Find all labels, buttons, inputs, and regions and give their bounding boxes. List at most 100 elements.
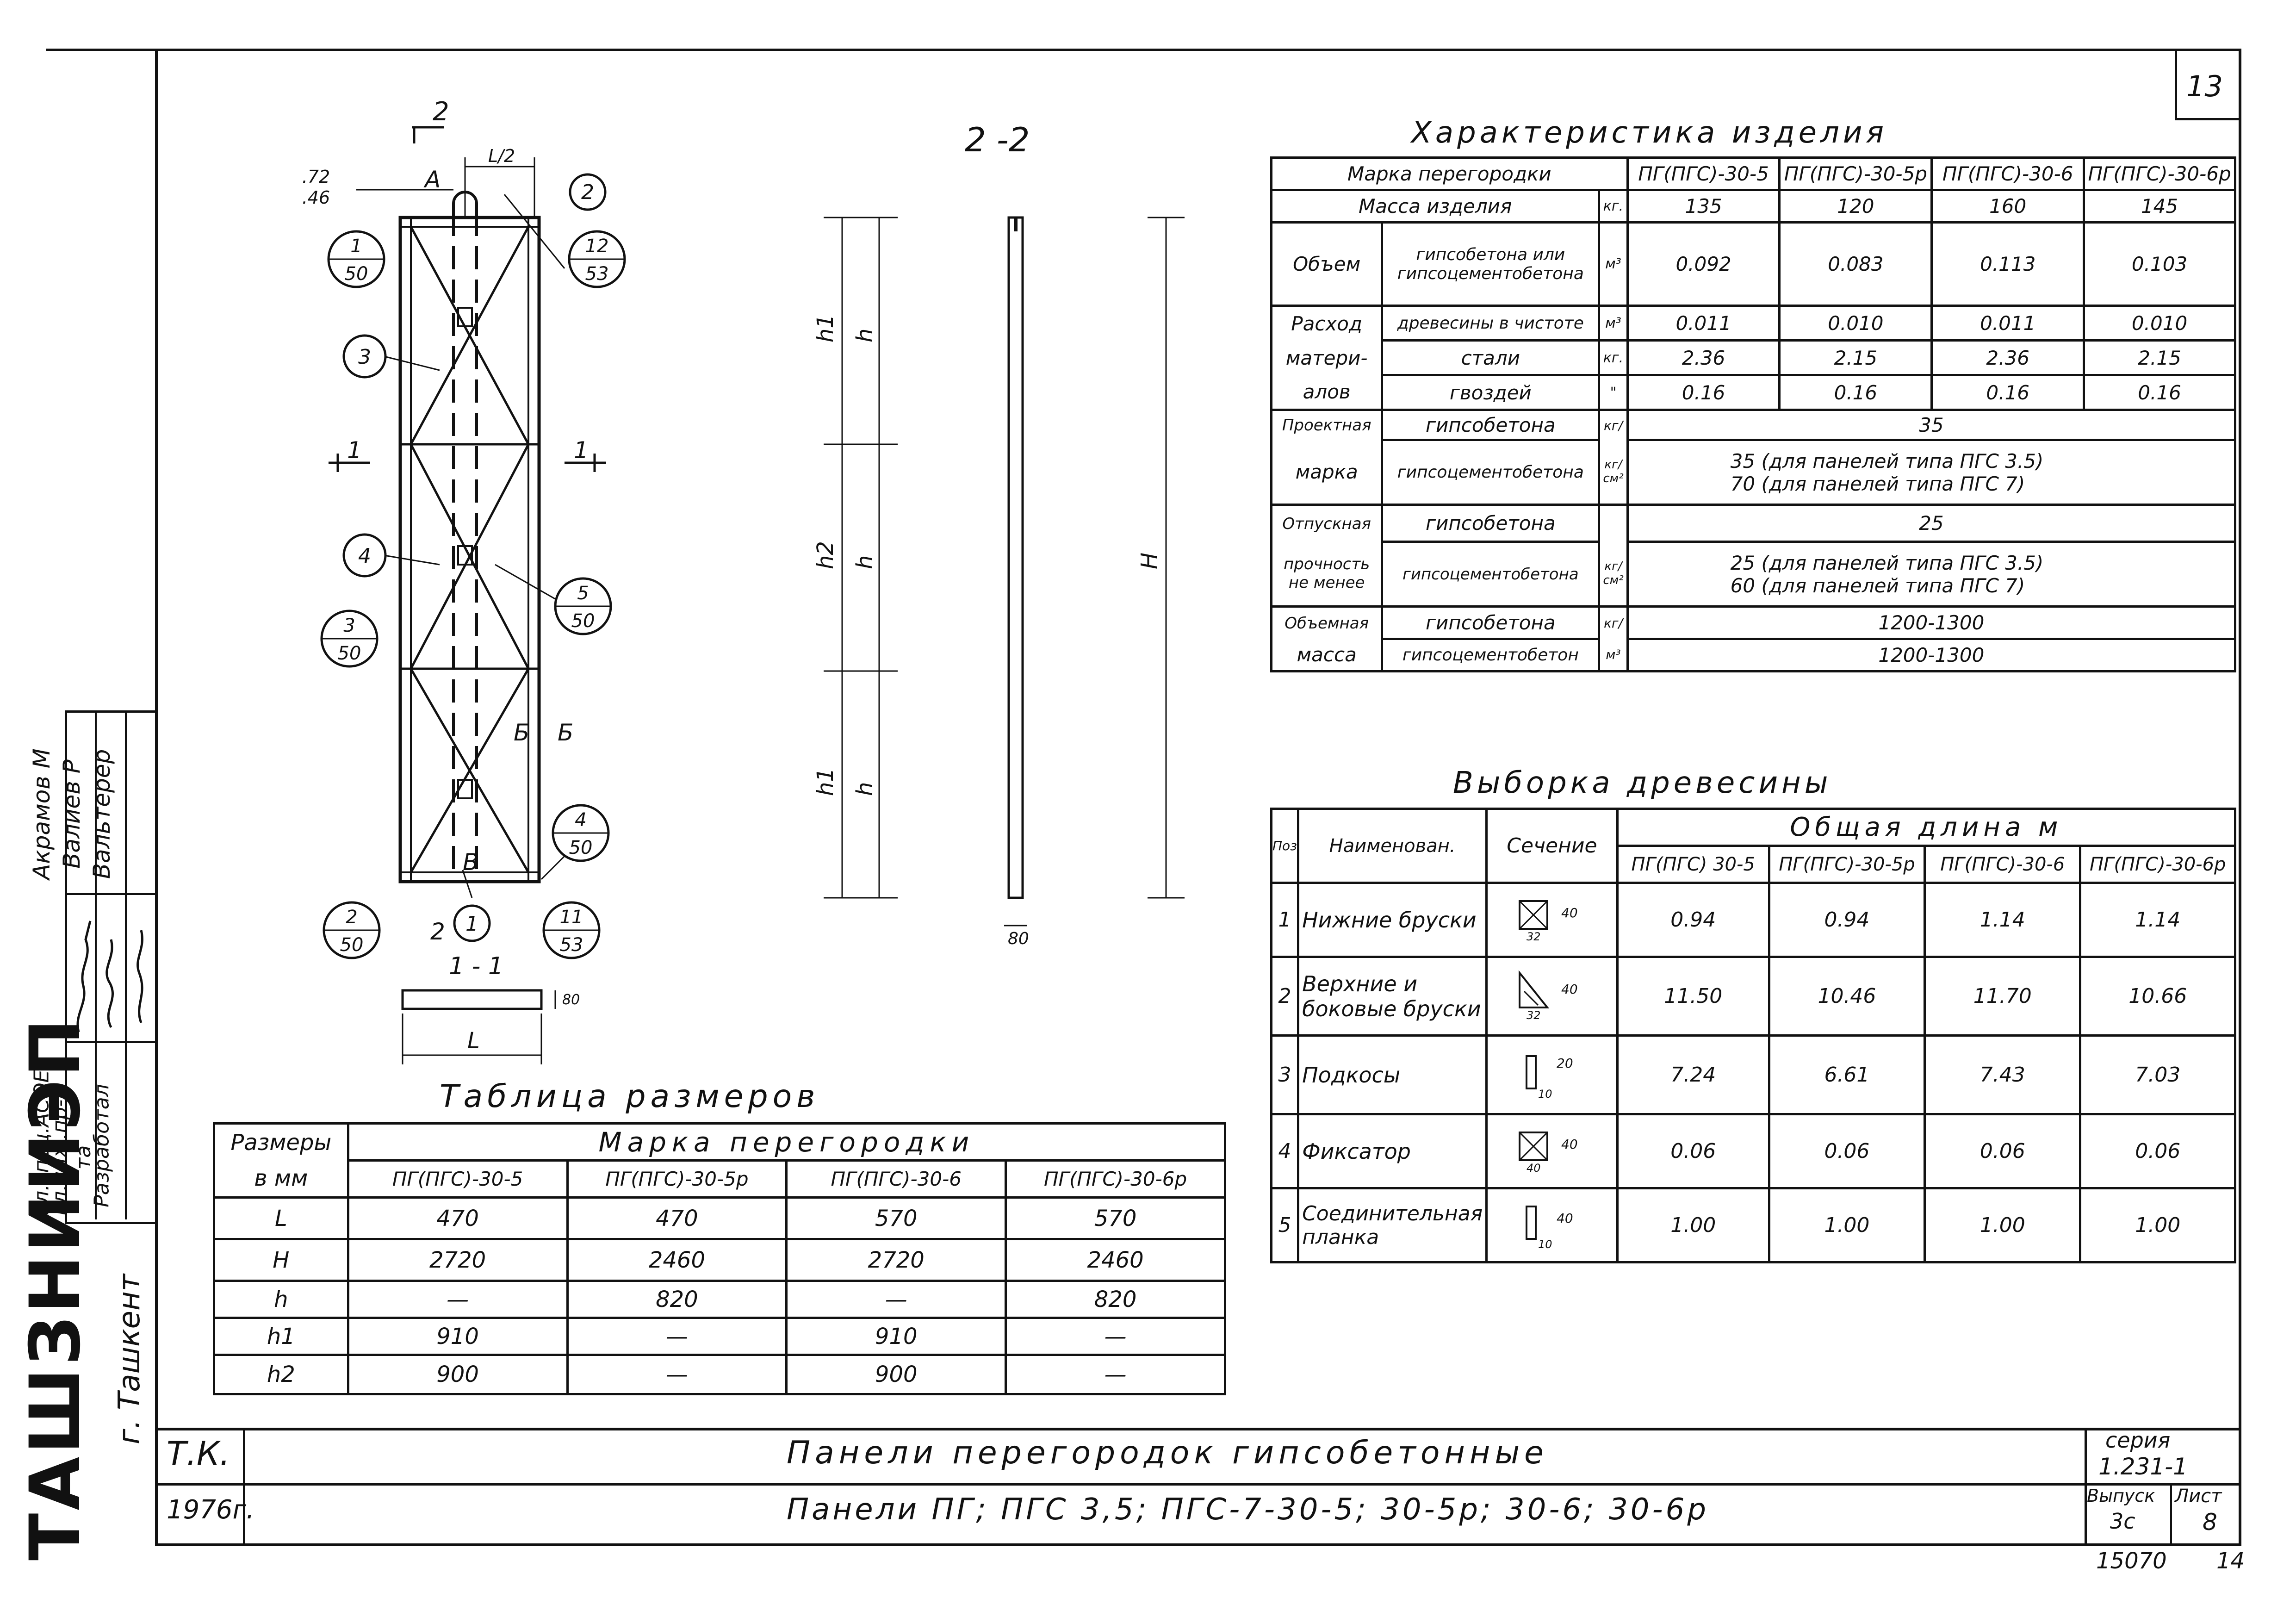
char-otp-unit2: кг/см²	[1598, 541, 1629, 608]
char-otp-v2b: 60 (для панелей типа ПГС 7)	[1730, 574, 2025, 597]
callout-9-den: 50	[340, 934, 364, 956]
label-B-side1: Б	[514, 719, 529, 746]
wood-r4-name: Фиксатор	[1297, 1113, 1488, 1189]
char-rash-sub3: гвоздей	[1381, 374, 1601, 411]
callout-2-den: 53	[585, 263, 609, 285]
sizes-r3-v3: —	[785, 1280, 1007, 1319]
wood-r1-v2: 0.94	[1768, 882, 1926, 958]
wood-h-col3: ПГ(ПГС)-30-6	[1924, 845, 2082, 884]
sizes-r4-k: h1	[213, 1317, 349, 1356]
wood-h-col4: ПГ(ПГС)-30-6р	[2079, 845, 2236, 884]
callout-9-num: 2	[346, 907, 357, 928]
sizes-col4: ПГ(ПГС)-30-6р	[1005, 1159, 1226, 1199]
sheet-number-box	[2175, 49, 2241, 120]
sizes-title: Таблица размеров	[440, 1078, 820, 1115]
char-proekt-sub1: гипсобетона	[1381, 409, 1601, 441]
wood-r1-v4: 1.14	[2079, 882, 2236, 958]
tb-tk: Т.К.	[167, 1435, 230, 1473]
wood-r2-v2: 10.46	[1768, 956, 1926, 1037]
marker-1-right: 1	[574, 437, 589, 464]
tb-year: 1976г.	[167, 1495, 254, 1525]
sizes-r2-v2: 2460	[566, 1238, 788, 1282]
char-h-mark: Марка перегородки	[1270, 156, 1629, 191]
section-11-title: 1 - 1	[449, 952, 503, 980]
char-obm-v2: 1200-1300	[1626, 638, 2237, 672]
wood-r1-v3: 1.14	[1924, 882, 2082, 958]
wood-r3-v3: 7.43	[1924, 1034, 2082, 1115]
sizes-col1: ПГ(ПГС)-30-5	[347, 1159, 569, 1199]
sizes-r4-v2: —	[566, 1317, 788, 1356]
label-B-bottom: B	[463, 849, 478, 876]
dim-h-top: h	[852, 329, 878, 342]
callout-8-den: 50	[569, 837, 593, 858]
section-11-dim-l: L	[467, 1028, 480, 1054]
callout-3-num: 2	[581, 180, 594, 204]
char-proekt-label1: Проектная	[1270, 409, 1384, 440]
char-otp-v1: 25	[1626, 504, 2237, 543]
sizes-group: Марка перегородки	[347, 1122, 1227, 1162]
char-otp-unit1	[1598, 504, 1629, 542]
frame-top	[46, 49, 2240, 51]
char-vol-label: Объем	[1270, 221, 1384, 307]
label-half-width: L/2	[488, 146, 515, 166]
char-vol-v4: 0.103	[2083, 221, 2236, 307]
wood-r1-dim2: 32	[1527, 930, 1541, 943]
sizes-r1-v1: 470	[347, 1196, 569, 1240]
tb-seria: 1.231-1	[2098, 1453, 2188, 1480]
sizes-r5-v4: —	[1005, 1354, 1226, 1395]
section-2-bottom: 2	[430, 918, 445, 945]
section-22-drawing: h1 h h2 h h1 h H 80	[813, 216, 1185, 948]
wood-r1-sec: 40 32	[1485, 882, 1619, 958]
char-rash-sub2: стали	[1381, 339, 1601, 376]
sizes-r2-k: H	[213, 1238, 349, 1282]
char-h-col4: ПГ(ПГС)-30-6р	[2083, 156, 2236, 191]
sig-name-1: Акрамов М	[28, 748, 55, 880]
frame-bottom	[155, 1543, 2241, 1546]
org-name: ТАШЗНИИЭП	[15, 1016, 96, 1561]
char-h-col1: ПГ(ПГС)-30-5	[1626, 156, 1781, 191]
char-proekt-v2a: 35 (для панелей типа ПГС 3.5)	[1730, 449, 2044, 473]
sizes-r1-v3: 570	[785, 1196, 1007, 1240]
sizes-r1-k: L	[213, 1196, 349, 1240]
tb-vyp: 3с	[2110, 1509, 2135, 1534]
sizes-r2-v1: 2720	[347, 1238, 569, 1282]
char-rash-unit3: "	[1598, 374, 1629, 411]
sig-name-2: Валиев Р	[58, 759, 85, 869]
char-obm-unit2: м³	[1598, 639, 1629, 672]
char-vol-v1: 0.092	[1626, 221, 1781, 307]
sig-col2	[125, 710, 127, 1219]
wood-table: Поз Наименован. Сечение Общая длина м ПГ…	[1270, 808, 2237, 1263]
dim-h-mid: h	[852, 555, 878, 569]
char-proekt-sub2: гипсоцементобетона	[1381, 439, 1601, 506]
wood-h-name: Наименован.	[1297, 808, 1488, 884]
sizes-table: Размеры Марка перегородки в мм ПГ(ПГС)-3…	[213, 1122, 1227, 1395]
sizes-h2: в мм	[213, 1160, 349, 1199]
callout-7-den: 50	[338, 643, 361, 664]
ref-p1: П1- 2.72	[301, 167, 330, 187]
char-otp-v2-cell: 25 (для панелей типа ПГС 3.5) 60 (для па…	[1626, 541, 2237, 608]
char-rash-r2-v2: 2.15	[1778, 339, 1933, 376]
char-vol-v3: 0.113	[1930, 221, 2085, 307]
wood-r3-dim2: 10	[1538, 1088, 1552, 1101]
wood-r1-dim: 40	[1561, 905, 1578, 920]
char-h-col2: ПГ(ПГС)-30-5р	[1778, 156, 1933, 191]
wood-r2-poz: 2	[1270, 956, 1300, 1037]
char-proekt-v1: 35	[1626, 409, 2237, 441]
sheet-number: 13	[2186, 69, 2223, 103]
char-rash-label2: матери-	[1270, 340, 1384, 375]
sizes-r3-k: h	[213, 1280, 349, 1319]
sizes-r5-v2: —	[566, 1354, 788, 1395]
char-rash-unit1: м³	[1598, 305, 1629, 342]
wood-r2-dim: 40	[1561, 982, 1578, 997]
wood-r4-poz: 4	[1270, 1113, 1300, 1189]
char-rash-r3-v1: 0.16	[1626, 374, 1781, 411]
marker-1-left: 1	[347, 437, 362, 464]
char-rash-label3: алов	[1270, 375, 1384, 411]
char-obm-unit1: кг/	[1598, 605, 1629, 639]
callout-7-num: 3	[343, 615, 355, 636]
section-11-dim-80: 80	[562, 992, 580, 1008]
section-2-top: 2	[433, 97, 449, 127]
char-mass-v4: 145	[2083, 189, 2236, 224]
wood-section-icon: 40 32	[1518, 900, 1578, 943]
